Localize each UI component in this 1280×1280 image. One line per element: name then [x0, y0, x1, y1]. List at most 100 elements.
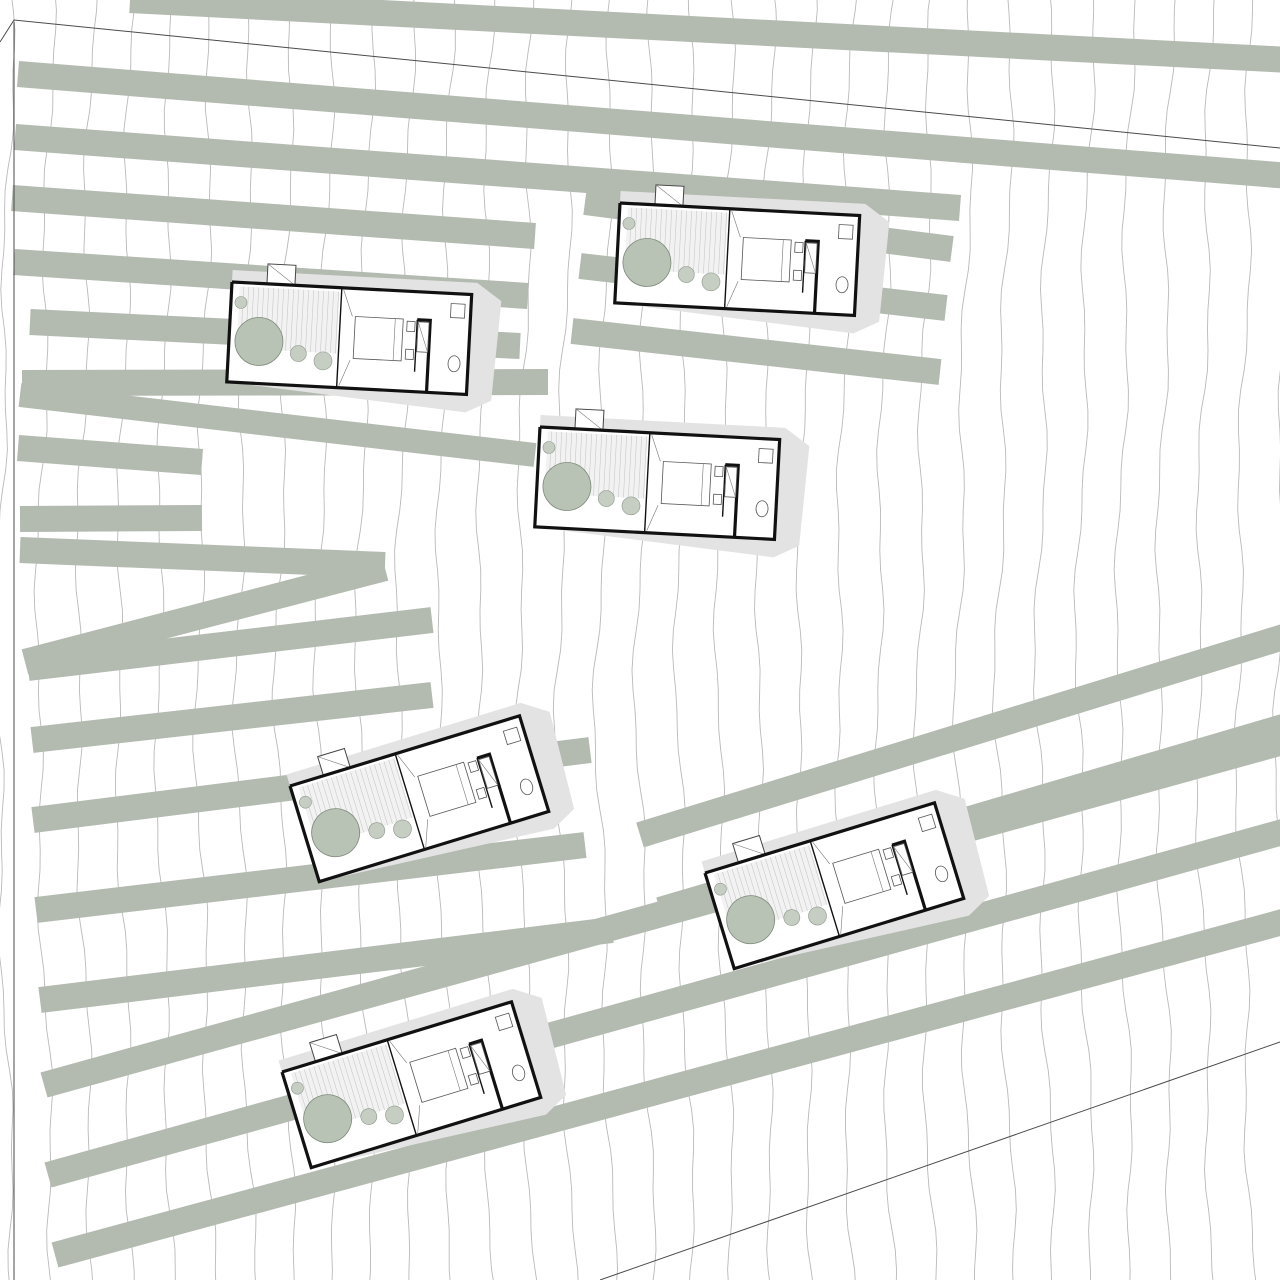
contour-line	[992, 0, 1017, 1280]
cabin-3	[533, 408, 810, 558]
shrub	[808, 906, 827, 926]
vineyard-row	[30, 682, 434, 753]
boundary-line	[599, 1041, 1280, 1280]
nightstand	[714, 465, 724, 478]
cabin-outer-wall	[613, 201, 862, 318]
bed	[660, 461, 712, 507]
vineyard-row	[26, 607, 434, 681]
toilet	[934, 865, 949, 883]
nightstand	[792, 269, 803, 282]
tree	[311, 808, 361, 858]
toilet	[511, 1064, 526, 1082]
vineyard-row	[18, 383, 537, 467]
bed	[832, 848, 892, 904]
vineyard-row	[17, 61, 1280, 189]
bed	[740, 237, 792, 283]
tree	[622, 238, 672, 287]
contour-line	[0, 0, 16, 1280]
vineyard-row	[129, 0, 1280, 73]
nightstand	[459, 1046, 472, 1060]
shrub	[542, 441, 556, 454]
nightstand	[467, 760, 480, 774]
shrub	[783, 909, 801, 926]
cabin-6	[278, 988, 567, 1170]
shrub	[360, 1108, 378, 1125]
shrub	[290, 345, 307, 362]
cabin-outer-wall	[703, 800, 966, 971]
sink	[450, 303, 466, 319]
tree	[542, 462, 592, 511]
bed	[352, 316, 404, 362]
toilet	[835, 276, 849, 294]
sink	[917, 813, 937, 833]
shrub	[598, 490, 615, 507]
nightstand	[890, 873, 903, 887]
sink	[502, 726, 522, 746]
contour-line	[552, 0, 579, 1280]
sink	[494, 1012, 514, 1032]
bathroom-wall	[805, 239, 820, 314]
cabin-outer-wall	[225, 280, 474, 397]
contour-line	[1113, 0, 1136, 1280]
vineyard-row	[19, 505, 203, 532]
shrub	[678, 266, 695, 283]
shrub	[714, 882, 727, 896]
shrub	[234, 296, 248, 309]
vineyard-row	[34, 832, 587, 923]
cabin-outer-wall	[280, 999, 543, 1170]
contour-line	[951, 0, 978, 1280]
sink	[758, 448, 774, 464]
bathroom-wall	[891, 839, 928, 911]
bathroom-wall	[468, 1038, 505, 1110]
bathroom-wall	[725, 463, 740, 538]
tree	[726, 895, 776, 945]
bed	[409, 1047, 469, 1103]
nightstand	[712, 493, 723, 506]
cabin-outer-wall	[288, 713, 551, 884]
vineyard-row	[17, 435, 203, 475]
bathroom-wall	[417, 318, 432, 393]
contour-line	[1195, 0, 1215, 1280]
cabin-outer-wall	[533, 425, 782, 542]
vineyard-row	[19, 537, 386, 578]
nightstand	[475, 786, 488, 800]
contour-line	[1073, 0, 1096, 1280]
vineyard-row	[636, 624, 1280, 848]
bed	[417, 761, 477, 817]
nightstand	[794, 241, 804, 254]
shrub	[291, 1081, 304, 1095]
vineyard-rows	[11, 0, 1280, 1268]
boundary-line	[0, 19, 1280, 149]
cabin-5	[701, 789, 990, 971]
nightstand	[467, 1072, 480, 1086]
shrub	[368, 822, 386, 839]
tree	[303, 1094, 353, 1144]
shrub	[313, 351, 333, 371]
contour-line	[1154, 0, 1176, 1280]
site-boundary	[0, 19, 1280, 1280]
toilet	[447, 355, 461, 373]
cabin-4	[286, 702, 575, 884]
cabin-2	[613, 184, 890, 334]
nightstand	[406, 320, 416, 333]
tree	[234, 317, 284, 366]
contour-line	[1033, 0, 1056, 1280]
toilet	[755, 500, 769, 518]
nightstand	[404, 348, 415, 361]
nightstand	[882, 847, 895, 861]
toilet	[519, 778, 534, 796]
vineyard-row	[51, 909, 1280, 1268]
shrub	[385, 1105, 404, 1125]
cabin-1	[225, 263, 502, 413]
shrub	[622, 217, 636, 230]
sink	[838, 224, 854, 240]
vineyard-row	[11, 185, 536, 249]
shrub	[701, 272, 721, 292]
shrub	[393, 819, 412, 839]
vineyard-row	[570, 318, 942, 385]
cabins	[225, 184, 990, 1170]
shrub	[299, 795, 312, 809]
shrub	[621, 496, 641, 516]
vineyard-row	[38, 917, 614, 1013]
